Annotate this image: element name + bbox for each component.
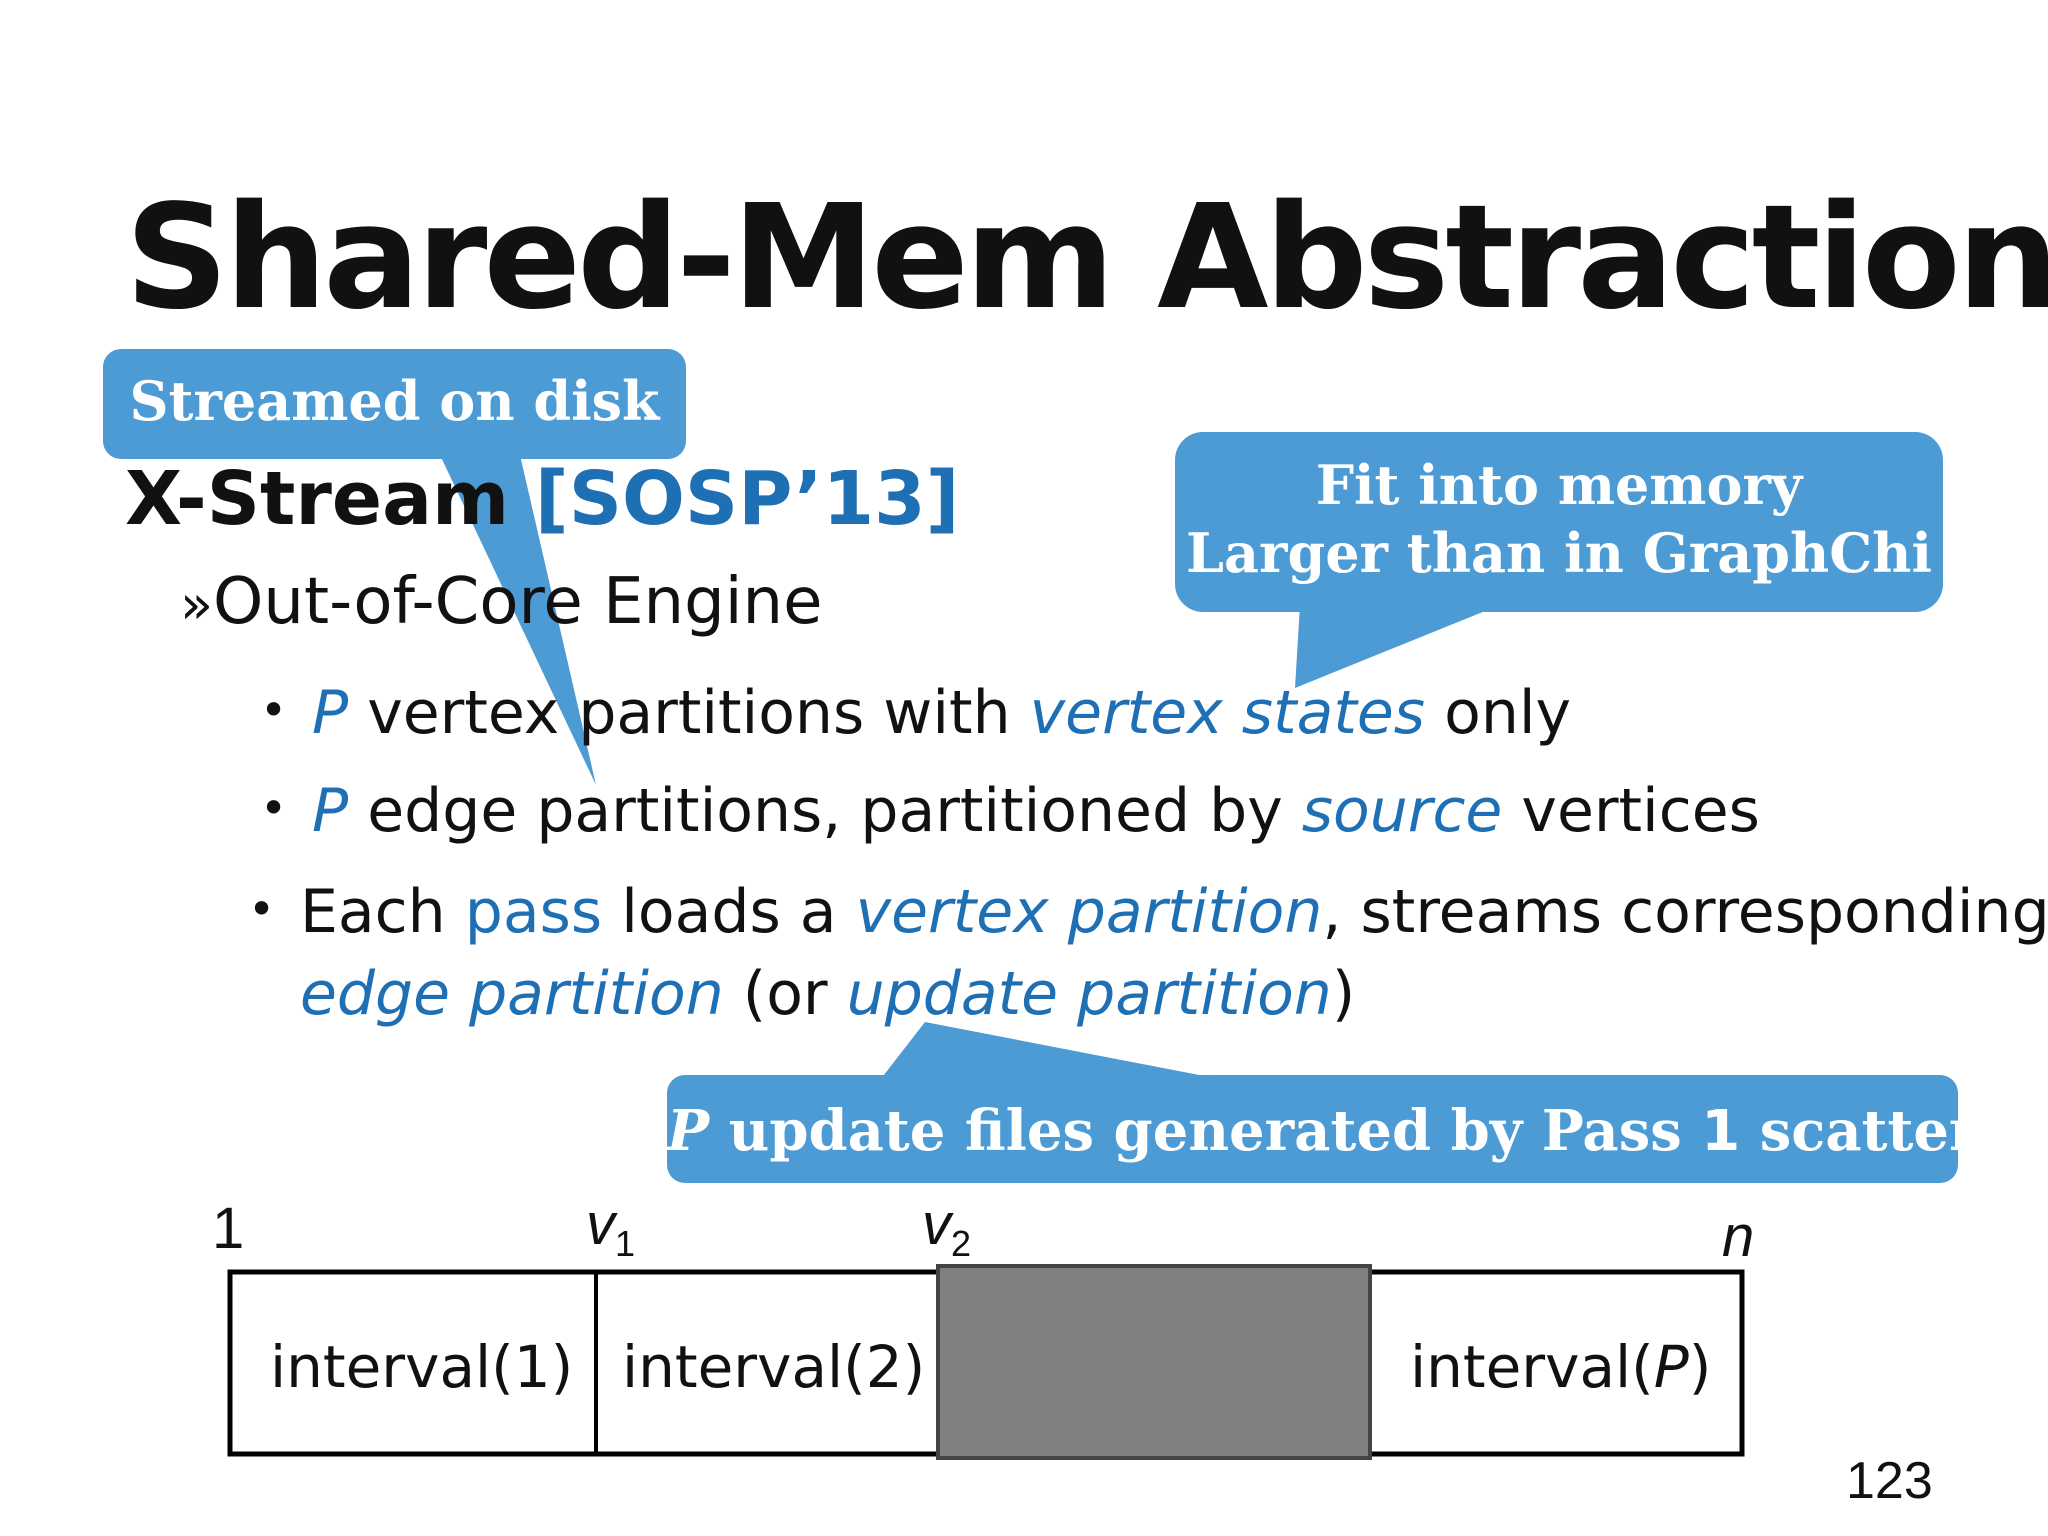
tick-v2: v2 xyxy=(922,1196,971,1262)
bullet-3-text: loads a xyxy=(602,877,856,947)
bullet-3-pass: pass xyxy=(464,877,603,947)
tick-v2-var: v xyxy=(922,1192,951,1257)
bullet-3-highlight-3: update partition xyxy=(846,959,1332,1029)
tick-end: n xyxy=(1722,1204,1755,1269)
bullet-3-text-paren: (or xyxy=(723,959,847,1029)
section-ref: [SOSP’13] xyxy=(509,456,960,542)
callout-memory-line-1: Fit into memory xyxy=(1315,453,1803,517)
bullet-2: • P edge partitions, partitioned by sour… xyxy=(260,781,1760,841)
bullet-2-text-end: vertices xyxy=(1502,776,1760,846)
interval-p-var: P xyxy=(1653,1333,1689,1401)
callout-update: P update files generated by Pass 1 scatt… xyxy=(667,1098,2048,1165)
sub-item-text: Out-of-Core Engine xyxy=(213,565,823,639)
bullet-1-text: vertex partitions with xyxy=(348,678,1030,748)
tick-v1-var: v xyxy=(586,1192,615,1257)
tick-v2-sub: 2 xyxy=(951,1223,972,1264)
tick-v1-sub: 1 xyxy=(615,1223,636,1264)
sub-marker: » xyxy=(180,573,214,636)
bullet-2-p: P xyxy=(312,776,349,846)
bullet-marker: • xyxy=(260,683,288,737)
callout-memory-shape xyxy=(1175,432,1943,688)
tick-start: 1 xyxy=(212,1196,245,1261)
interval-p-post: ) xyxy=(1688,1333,1712,1401)
callout-update-num: 1 xyxy=(1701,1099,1741,1164)
interval-1-label: interval(1) xyxy=(270,1333,574,1401)
slide-title: Shared-Mem Abstraction xyxy=(125,173,2048,341)
callout-memory-line-2: Larger than in GraphChi xyxy=(1186,520,1932,585)
sub-item: »Out-of-Core Engine xyxy=(180,570,822,634)
bullet-2-highlight: source xyxy=(1301,776,1503,846)
bullet-3-highlight: vertex partition xyxy=(855,877,1323,947)
callout-disk-shape xyxy=(103,349,686,785)
bullet-marker: • xyxy=(248,882,276,936)
callout-memory: Fit into memory Larger than in GraphChi xyxy=(1175,452,1943,587)
bullet-3-text-close: ) xyxy=(1331,959,1356,1029)
bullet-1-p: P xyxy=(312,678,349,748)
interval-2-label: interval(2) xyxy=(622,1333,926,1401)
page-number: 123 xyxy=(1846,1452,1933,1510)
interval-p-pre: interval( xyxy=(1410,1333,1654,1401)
bullet-1-highlight: vertex states xyxy=(1029,678,1426,748)
bullet-3-text-mid: , streams corresponding xyxy=(1322,877,2048,947)
bullet-3-line-2: edge partition (or update partition) xyxy=(300,964,1355,1024)
callout-update-p: P xyxy=(667,1098,710,1164)
bullet-3-text-start: Each xyxy=(300,877,465,947)
callout-update-text-end: scattering xyxy=(1740,1098,2048,1164)
bullet-1: • P vertex partitions with vertex states… xyxy=(260,683,1571,743)
tick-v1: v1 xyxy=(586,1196,635,1262)
bullet-3: • Each pass loads a vertex partition, st… xyxy=(248,882,2048,942)
interval-shaded-block xyxy=(936,1264,1372,1460)
bullet-2-text: edge partitions, partitioned by xyxy=(348,776,1302,846)
bullet-1-text-end: only xyxy=(1425,678,1572,748)
callout-disk: Streamed on disk xyxy=(129,369,660,433)
bullet-3-highlight-2: edge partition xyxy=(300,959,724,1029)
interval-p-label: interval(P) xyxy=(1410,1338,1711,1396)
section-main: X-Stream xyxy=(125,456,510,542)
bullet-marker: • xyxy=(260,781,288,835)
section-heading: X-Stream [SOSP’13] xyxy=(125,462,959,536)
callout-update-text: update files generated by Pass xyxy=(709,1098,1702,1164)
callout-update-shape xyxy=(667,1022,1958,1183)
